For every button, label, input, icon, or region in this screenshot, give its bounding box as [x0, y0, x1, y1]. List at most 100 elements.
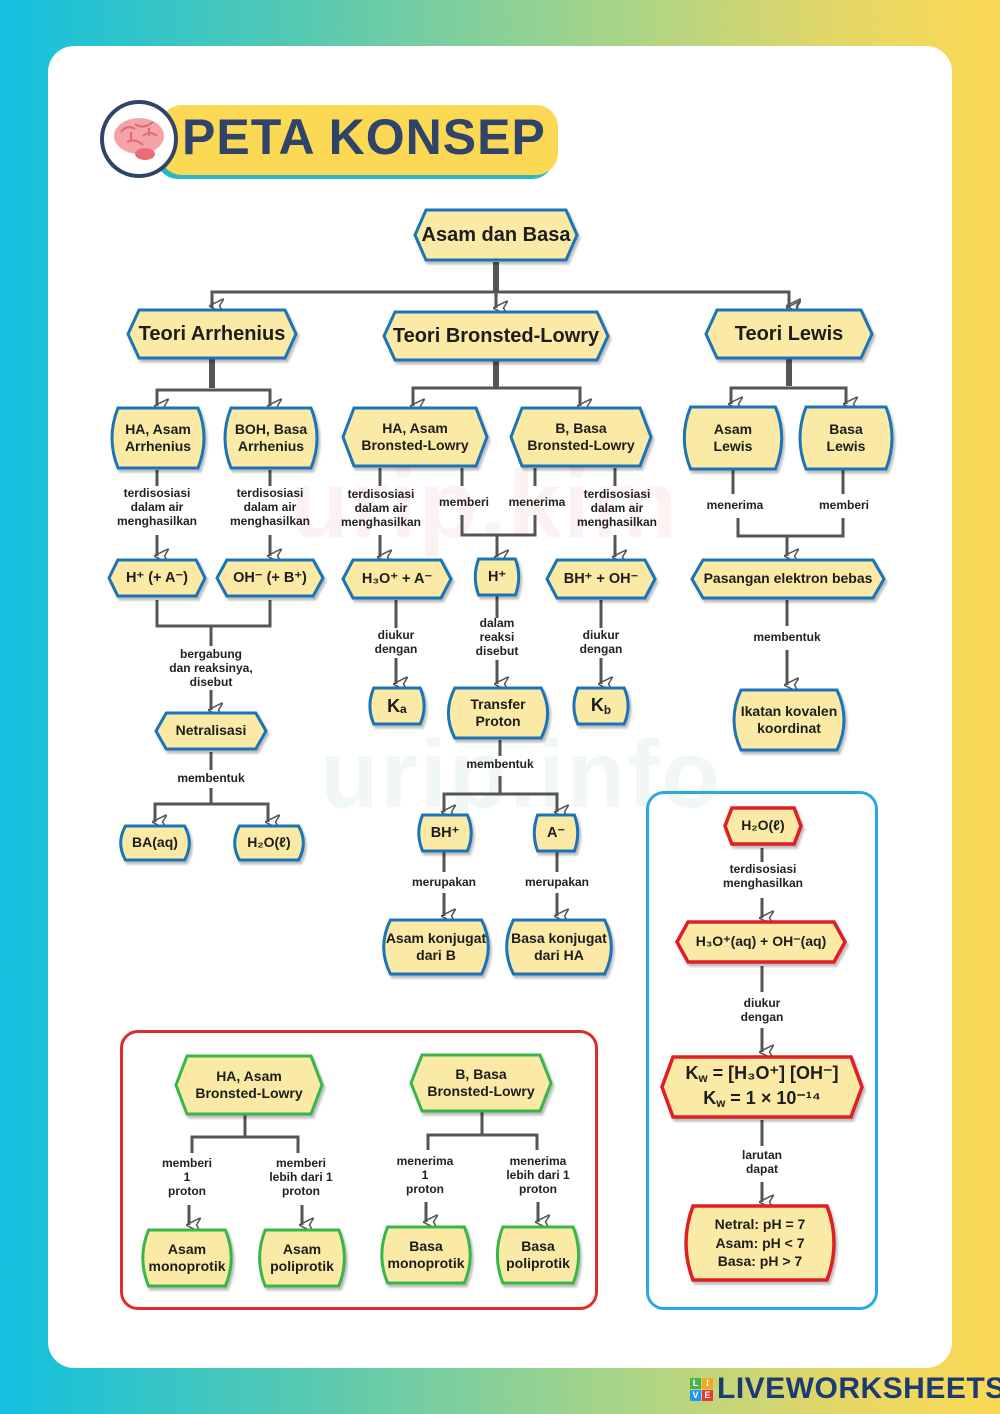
- node-shape: [119, 824, 191, 862]
- kw-expression: K_w = [H₃O⁺] [OH⁻]: [685, 1063, 839, 1086]
- logo-letter: V: [690, 1389, 701, 1401]
- node-asam-lewis: Asam Lewis: [680, 405, 786, 471]
- node-label: Asam dan Basa: [421, 223, 571, 246]
- node-shape: [732, 688, 846, 752]
- node-asam-dan-basa: Asam dan Basa: [413, 208, 579, 262]
- connector-label: terdisosiasi dalam air menghasilkan: [340, 487, 422, 529]
- connector-label: memberi: [438, 495, 490, 509]
- connector-label: membentuk: [177, 771, 245, 785]
- node-netralisasi: Netralisasi: [154, 711, 268, 751]
- node-shape: [798, 405, 894, 471]
- node-label: H₂O(ℓ): [247, 834, 291, 851]
- logo-letter: L: [690, 1377, 701, 1389]
- node-label: A⁻: [546, 824, 566, 841]
- watermark-top: urip.kim: [290, 451, 680, 558]
- node-label: K_b: [590, 694, 612, 717]
- node-kb: K_b: [572, 686, 630, 726]
- node-shape: [223, 406, 319, 470]
- node-basa-poliprotik: Basa poliprotik: [494, 1225, 582, 1285]
- connector-label: terdisosiasi dalam air menghasilkan: [576, 487, 658, 529]
- connector-label: diukur dengan: [374, 628, 418, 656]
- node-label: K_w = [H₃O⁺] [OH⁻] K_w = 1 × 10⁻¹⁴: [686, 1062, 839, 1111]
- water-frame: [646, 791, 878, 1310]
- node-a-minus: A⁻: [532, 813, 580, 853]
- node-shape: [413, 208, 579, 262]
- ph-neutral: Netral: pH = 7: [714, 1215, 806, 1232]
- node-label: B, Basa Bronsted-Lowry: [427, 1065, 535, 1100]
- node-label: H₃O⁺(aq) + OH⁻(aq): [695, 933, 827, 950]
- node-shape: [341, 406, 489, 468]
- node-asam-konjugat: Asam konjugat dari B: [379, 918, 493, 976]
- node-label: H₂O(ℓ): [741, 817, 785, 834]
- node-label: H⁺ (+ A⁻): [126, 569, 188, 586]
- node-protic-b-basa: B, Basa Bronsted-Lowry: [409, 1053, 553, 1113]
- logo-letter: I: [702, 1377, 713, 1389]
- connector-label: memberi 1 proton: [161, 1156, 213, 1198]
- node-shape: [682, 405, 784, 471]
- node-label: Asam Lewis: [713, 420, 753, 455]
- node-label: BH⁺: [430, 824, 460, 841]
- node-bh-plus: BH⁺: [417, 813, 473, 853]
- node-label: H₃O⁺ + A⁻: [361, 570, 433, 587]
- node-shape: [233, 824, 305, 862]
- node-label: Netral: pH = 7 Asam: pH < 7 Basa: pH > 7: [715, 1215, 806, 1272]
- title-banner: [160, 105, 558, 175]
- node-label: Asam monoprotik: [148, 1240, 226, 1275]
- node-transfer-proton: Transfer Proton: [444, 686, 552, 740]
- connector-label: bergabung dan reaksinya, disebut: [169, 647, 253, 689]
- node-label: HA, Asam Arrhenius: [124, 420, 192, 455]
- node-shape: [545, 558, 657, 600]
- connector-label: larutan dapat: [741, 1148, 782, 1176]
- node-b-basa-bronsted: B, Basa Bronsted-Lowry: [509, 406, 653, 468]
- node-shape: [368, 686, 426, 726]
- node-label: Basa konjugat dari HA: [511, 929, 607, 964]
- node-label: H⁺: [487, 568, 507, 585]
- node-kw: K_w = [H₃O⁺] [OH⁻] K_w = 1 × 10⁻¹⁴: [660, 1055, 864, 1119]
- node-label: BA(aq): [132, 834, 178, 851]
- logo-letter: E: [702, 1389, 713, 1401]
- node-teori-arrhenius: Teori Arrhenius: [126, 308, 298, 360]
- node-label: B, Basa Bronsted-Lowry: [527, 419, 635, 454]
- connector-label: menerima 1 proton: [396, 1154, 454, 1196]
- node-label: HA, Asam Bronsted-Lowry: [195, 1067, 303, 1102]
- node-ba-aq: BA(aq): [118, 824, 192, 862]
- ph-acid: Asam: pH < 7: [715, 1234, 805, 1251]
- node-label: BH⁺ + OH⁻: [563, 570, 639, 587]
- node-shape: [572, 686, 630, 726]
- node-label: OH⁻ (+ B⁺): [233, 569, 307, 586]
- connector-label: merupakan: [411, 875, 477, 889]
- node-shape: [154, 711, 268, 751]
- node-label: Pasangan elektron bebas: [703, 570, 873, 587]
- node-shape: [417, 813, 473, 853]
- connector-label: menerima: [508, 495, 566, 509]
- node-label: Basa poliprotik: [506, 1237, 570, 1272]
- node-label: HA, Asam Bronsted-Lowry: [361, 419, 469, 454]
- node-pasangan-elektron-bebas: Pasangan elektron bebas: [690, 558, 886, 600]
- connector-label: menerima: [706, 498, 764, 512]
- node-shape: [509, 406, 653, 468]
- node-ha-asam-arrhenius: HA, Asam Arrhenius: [108, 406, 208, 470]
- connector-label: memberi: [818, 498, 870, 512]
- node-label: Netralisasi: [175, 722, 247, 739]
- node-basa-konjugat: Basa konjugat dari HA: [502, 918, 616, 976]
- node-label: BOH, Basa Arrhenius: [234, 420, 308, 455]
- node-shape: [174, 1054, 324, 1116]
- node-shape: [380, 1225, 472, 1285]
- node-label: Kₐ: [387, 695, 407, 716]
- node-label: Asam konjugat dari B: [385, 929, 487, 964]
- node-h3o-plus-a-minus: H₃O⁺ + A⁻: [341, 558, 453, 600]
- kw-value: K_w = 1 × 10⁻¹⁴: [703, 1088, 821, 1110]
- connector-label: membentuk: [753, 630, 821, 644]
- node-h2o-l: H₂O(ℓ): [232, 824, 306, 862]
- node-label: Basa Lewis: [826, 420, 866, 455]
- node-label: Transfer Proton: [470, 695, 526, 730]
- node-shape: [141, 1228, 233, 1288]
- liveworksheets-logo[interactable]: L I V E LIVEWORKSHEETS: [690, 1372, 1000, 1406]
- brand-name: LIVEWORKSHEETS: [717, 1372, 1000, 1405]
- node-teori-bronsted-lowry: Teori Bronsted-Lowry: [382, 310, 610, 362]
- node-shape: [684, 1204, 836, 1282]
- node-ikatan-kovalen-koordinat: Ikatan kovalen koordinat: [729, 688, 849, 752]
- connector-label: merupakan: [524, 875, 590, 889]
- node-shape: [532, 813, 580, 853]
- node-shape: [495, 1225, 581, 1285]
